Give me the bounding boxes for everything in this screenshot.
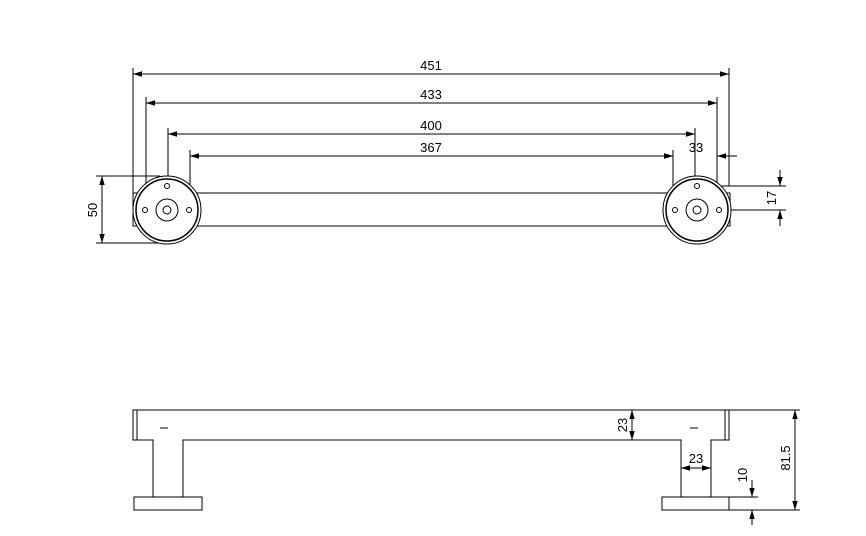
rose-left xyxy=(132,175,202,245)
handle-profile xyxy=(132,409,730,498)
rose-right xyxy=(662,175,732,245)
dim-367: 367 xyxy=(420,140,442,155)
dim-10: 10 xyxy=(735,468,750,482)
dim-17: 17 xyxy=(764,191,779,205)
dim-23-leg: 23 xyxy=(689,451,703,466)
dim-451: 451 xyxy=(420,58,442,73)
dim-400: 400 xyxy=(420,118,442,133)
dimension-lines xyxy=(99,71,783,243)
dim-433: 433 xyxy=(420,87,442,102)
dim-23-thickness: 23 xyxy=(615,418,630,432)
dim-50: 50 xyxy=(85,203,100,217)
side-dimension-lines xyxy=(629,409,800,525)
base-left xyxy=(133,496,203,511)
top-view: 451 433 400 367 33 50 17 xyxy=(85,58,786,245)
bar-top xyxy=(189,192,674,227)
side-view: 23 23 10 81.5 xyxy=(132,409,800,525)
base-right xyxy=(661,496,730,511)
dim-81-5: 81.5 xyxy=(778,445,793,470)
dim-33: 33 xyxy=(689,140,703,155)
